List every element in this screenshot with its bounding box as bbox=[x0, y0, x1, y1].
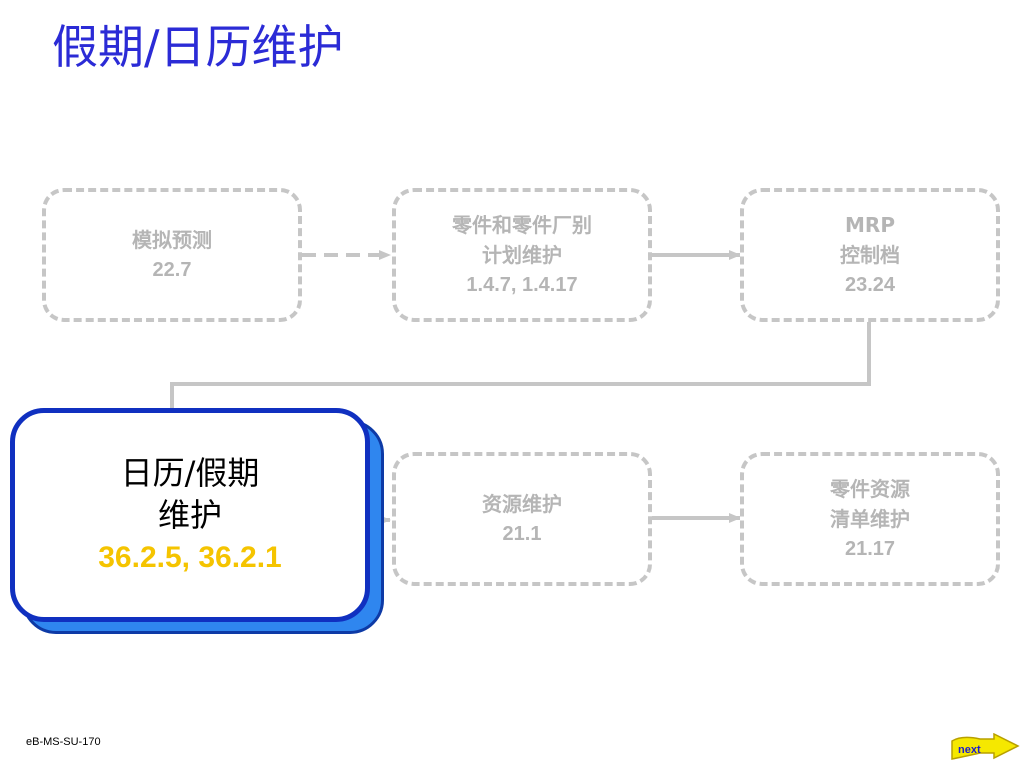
node-mrp: MRP 控制档 23.24 bbox=[740, 188, 1000, 322]
node-parts-plan-label-2: 计划维护 bbox=[482, 243, 562, 267]
node-forecast-label: 模拟预测 bbox=[132, 228, 212, 252]
document-code: eB-MS-SU-170 bbox=[26, 736, 101, 748]
node-forecast-code: 22.7 bbox=[152, 259, 192, 281]
node-calendar-label-2: 维护 bbox=[157, 495, 222, 534]
node-mrp-code: 23.24 bbox=[844, 274, 896, 296]
node-mrp-label-1: MRP bbox=[845, 213, 895, 237]
connector-mrp-to-calendar bbox=[170, 322, 871, 410]
page-title: 假期/日历维护 bbox=[52, 20, 344, 74]
node-parts-plan-code: 1.4.7, 1.4.17 bbox=[466, 274, 578, 296]
node-parts-resource: 零件资源 清单维护 21.17 bbox=[740, 452, 1000, 586]
node-parts-resource-label-1: 零件资源 bbox=[830, 477, 910, 501]
next-label: next bbox=[958, 744, 981, 756]
next-button[interactable]: next bbox=[950, 733, 1020, 761]
node-forecast: 模拟预测 22.7 bbox=[42, 188, 302, 322]
node-resource: 资源维护 21.1 bbox=[392, 452, 652, 586]
node-parts-plan-label-1: 零件和零件厂别 bbox=[452, 213, 592, 237]
node-mrp-label-2: 控制档 bbox=[840, 243, 900, 267]
node-calendar-label-1: 日历/假期 bbox=[120, 453, 260, 492]
node-resource-code: 21.1 bbox=[502, 523, 542, 545]
node-parts-plan: 零件和零件厂别 计划维护 1.4.7, 1.4.17 bbox=[392, 188, 652, 322]
node-resource-label: 资源维护 bbox=[482, 492, 562, 516]
node-parts-resource-code: 21.17 bbox=[844, 538, 896, 560]
next-arrow-icon bbox=[951, 733, 1020, 760]
node-parts-resource-label-2: 清单维护 bbox=[830, 507, 910, 531]
node-calendar-code: 36.2.5, 36.2.1 bbox=[98, 541, 282, 575]
node-calendar[interactable]: 日历/假期 维护 36.2.5, 36.2.1 bbox=[10, 408, 370, 622]
